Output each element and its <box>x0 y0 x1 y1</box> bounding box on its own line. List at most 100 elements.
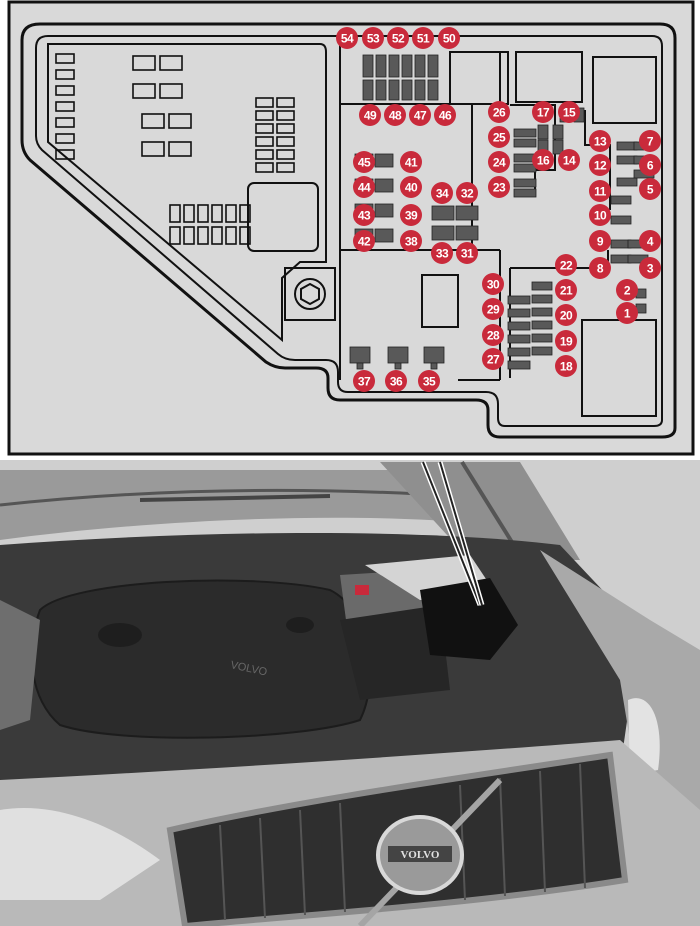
fuse-marker-2: 2 <box>616 279 638 301</box>
fuse-marker-circle <box>555 304 577 326</box>
fuse-marker-circle <box>353 204 375 226</box>
fuse-marker-24: 24 <box>488 151 510 173</box>
fuse-marker-circle <box>384 104 406 126</box>
fuse-marker-circle <box>353 151 375 173</box>
fuse-marker-circle <box>639 257 661 279</box>
fuse-marker-49: 49 <box>359 104 381 126</box>
fuse-block <box>431 225 455 241</box>
spare-fuse-slot <box>255 149 274 160</box>
fuse-marker-circle <box>353 176 375 198</box>
fuse-marker-25: 25 <box>488 126 510 148</box>
volvo-badge-text: VOLVO <box>401 849 440 861</box>
fuse-marker-circle <box>555 330 577 352</box>
fuse-marker-28: 28 <box>482 324 504 346</box>
fuse-marker-circle <box>555 279 577 301</box>
fuse-number: 2 <box>624 283 631 297</box>
fuse-marker-47: 47 <box>409 104 431 126</box>
fuse-marker-29: 29 <box>482 298 504 320</box>
fuse-number: 1 <box>624 306 631 320</box>
spare-fuse-slot <box>197 204 209 223</box>
fuse-number: 32 <box>461 186 474 200</box>
fuse-number: 9 <box>597 234 604 248</box>
fuse-number: 3 <box>647 261 654 275</box>
fuse-marker-circle <box>400 204 422 226</box>
fuse-marker-circle <box>532 149 554 171</box>
fuse-block <box>507 321 531 331</box>
relay-4 <box>247 182 319 252</box>
fuse-marker-circle <box>434 104 456 126</box>
fuse-block <box>552 124 564 140</box>
fuse-block <box>374 153 394 168</box>
fuse-block <box>414 54 426 78</box>
spare-fuse-slot <box>55 101 75 112</box>
spare-fuse-slot <box>211 226 223 245</box>
fuse-marker-42: 42 <box>353 230 375 252</box>
fuse-number: 21 <box>560 283 573 297</box>
fuse-marker-circle <box>488 126 510 148</box>
left-fuse-region <box>47 43 327 343</box>
fuse-marker-34: 34 <box>431 182 453 204</box>
fuse-marker-circle <box>639 178 661 200</box>
fuse-marker-43: 43 <box>353 204 375 226</box>
battery-terminal <box>355 585 369 595</box>
fuse-marker-41: 41 <box>400 151 422 173</box>
spare-fuse-slot <box>255 110 274 121</box>
fuse-marker-15: 15 <box>558 101 580 123</box>
fuse-marker-circle <box>589 257 611 279</box>
fuse-number: 27 <box>487 352 500 366</box>
fuse-marker-6: 6 <box>639 154 661 176</box>
wiper-blade <box>139 494 331 502</box>
spare-fuse-slot <box>225 204 237 223</box>
fuse-number: 54 <box>341 31 354 45</box>
right-fender <box>540 550 700 830</box>
fuse-block <box>362 54 374 78</box>
fuse-number: 53 <box>367 31 380 45</box>
fuse-marker-circle <box>409 104 431 126</box>
fuse-marker-31: 31 <box>456 242 478 264</box>
fuse-marker-circle <box>616 279 638 301</box>
fuse-block <box>388 54 400 78</box>
fuse-block <box>513 138 537 148</box>
car-illustration: VOLVO VOLVO <box>0 460 700 926</box>
volvo-badge-bar <box>388 846 452 862</box>
fuse-block <box>610 215 632 225</box>
spare-slots <box>55 53 295 245</box>
fuse-number: 45 <box>358 155 371 169</box>
fuse-marker-circle <box>488 151 510 173</box>
spare-fuse-slot <box>169 204 181 223</box>
fuse-number: 42 <box>358 234 371 248</box>
fuse-block <box>394 362 402 370</box>
air-box <box>340 605 450 700</box>
fuse-number: 8 <box>597 261 604 275</box>
fuse-number: 38 <box>405 234 418 248</box>
fuse-number: 49 <box>364 108 377 122</box>
fuse-marker-circle <box>359 104 381 126</box>
fuse-block <box>356 362 364 370</box>
fuse-marker-13: 13 <box>589 130 611 152</box>
spare-fuse-slot <box>197 226 209 245</box>
bolt-hex <box>300 282 320 306</box>
spare-fuse-slot <box>239 204 251 223</box>
open-hood <box>380 462 580 560</box>
relay-1 <box>449 51 509 105</box>
fuse-number: 7 <box>647 134 654 148</box>
fuse-marker-7: 7 <box>639 130 661 152</box>
fuse-number: 26 <box>493 105 506 119</box>
fuse-block <box>507 347 531 357</box>
fuse-number: 6 <box>647 158 654 172</box>
engine-parts-left <box>0 600 40 730</box>
spare-fuse-slot <box>276 110 295 121</box>
fuse-marker-48: 48 <box>384 104 406 126</box>
fuse-number: 11 <box>594 184 607 198</box>
relay-3 <box>592 56 657 124</box>
fuse-number: 33 <box>436 246 449 260</box>
fuse-block <box>401 79 413 101</box>
spare-fuse-slot <box>168 141 192 157</box>
fuse-block <box>423 346 445 364</box>
fuse-marker-circle <box>418 370 440 392</box>
spare-fuse-slot <box>159 55 183 71</box>
fuse-number: 22 <box>560 258 573 272</box>
fuse-marker-36: 36 <box>385 370 407 392</box>
spare-fuse-slot <box>159 83 183 99</box>
grille-slats <box>219 763 586 921</box>
